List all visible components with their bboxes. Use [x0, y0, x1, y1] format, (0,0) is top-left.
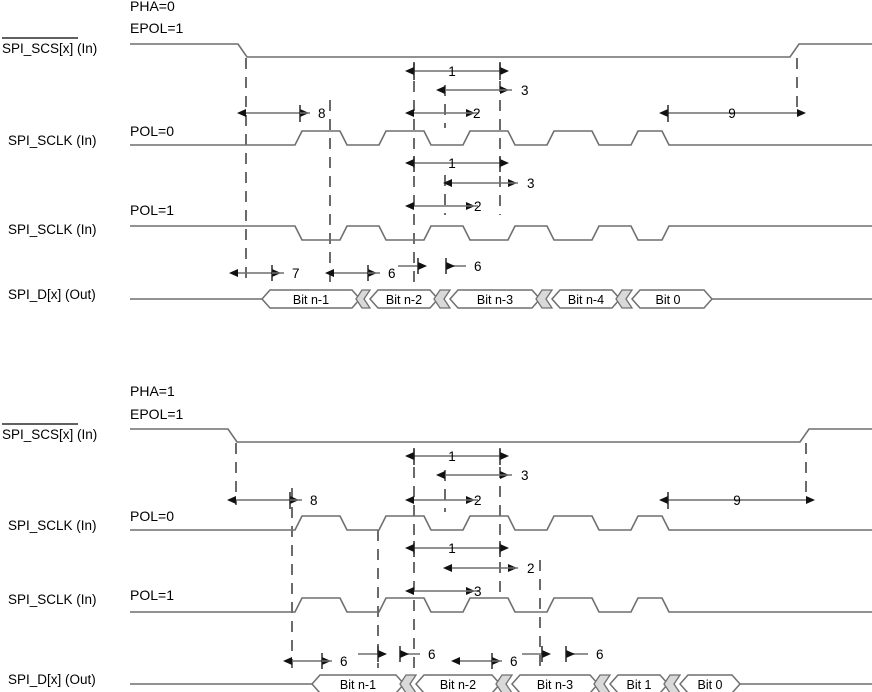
row-label-sclk-pol1: SPI_SCLK (In): [8, 222, 97, 237]
dimension-2-pol0-2: 2: [405, 493, 482, 508]
dim-num-1a: 1: [448, 64, 456, 79]
mode-pha-label-2: PHA=1: [130, 383, 175, 399]
bus-transition: [355, 289, 372, 309]
bit-label: Bit n-2: [440, 678, 476, 692]
mode-pha-label: PHA=0: [130, 0, 175, 14]
bit-label: Bit 0: [655, 293, 680, 307]
waveform-scs-2: [130, 428, 872, 443]
row-label-sclk-pol0: SPI_SCLK (In): [8, 133, 97, 148]
dimension-3-pol1: 3: [443, 176, 535, 191]
row-label-sclk-pol1-2: SPI_SCLK (In): [8, 592, 97, 607]
diagram-pha0: PHA=0 EPOL=1 SPI_SCS[x] (In) SPI_SCLK (I…: [2, 0, 872, 309]
bus-transition: [535, 289, 554, 309]
bit-label: Bit n-1: [293, 293, 329, 307]
bit-label: Bit n-3: [537, 678, 573, 692]
dim-num-2a-2: 2: [474, 493, 482, 508]
dim-num-6c-2: 6: [510, 654, 518, 669]
dim-num-3a: 3: [521, 83, 529, 98]
mode-epol-label-2: EPOL=1: [130, 406, 184, 422]
databus-pha1: Bit n-1 Bit n-2 Bit n-3 Bit 1 Bit 0: [130, 674, 872, 692]
waveform-sclk-pol0: [130, 130, 872, 146]
dim-num-1b-2: 1: [448, 541, 456, 556]
waveform-sclk-pol0-2: [130, 515, 872, 531]
row-label-data-2: SPI_D[x] (Out): [8, 672, 96, 687]
dim-num-3b-2: 3: [474, 584, 482, 599]
bus-transition: [593, 674, 612, 692]
bit-label: Bit n-2: [386, 293, 422, 307]
dimension-6-data-2b: 6: [399, 646, 436, 662]
pol0-label-2: POL=0: [130, 508, 174, 524]
dim-num-6a-2: 6: [340, 654, 348, 669]
bus-transition: [433, 289, 452, 309]
dimension-6-data-2c: 6: [451, 646, 551, 669]
bus-transition: [663, 674, 682, 692]
bit-label: Bit 1: [626, 678, 651, 692]
dimension-9-pol0: 9: [659, 105, 806, 122]
dim-num-2a: 2: [473, 106, 481, 121]
dimension-1-pol1: 1: [405, 156, 509, 172]
dimension-3-pol0-2: 3: [436, 468, 529, 483]
dimension-1-pol1-2: 1: [405, 541, 509, 557]
dim-num-2b-2: 2: [527, 561, 535, 576]
dimension-2-pol1: 2: [405, 199, 482, 214]
bus-segment: [630, 289, 714, 309]
databus-pha0: Bit n-1 Bit n-2 Bit n-3 Bit n-4 Bit 0: [130, 289, 872, 309]
dim-num-2b: 2: [474, 199, 482, 214]
pol0-label: POL=0: [130, 123, 174, 139]
dim-num-8a-2: 8: [310, 493, 318, 508]
bit-label: Bit n-3: [477, 293, 513, 307]
dim-num-1b: 1: [448, 156, 456, 171]
dim-num-6a: 6: [388, 266, 396, 281]
diagram-pha1: PHA=1 EPOL=1 SPI_SCS[x] (In) SPI_SCLK (I…: [2, 383, 872, 692]
waveform-sclk-pol1: [130, 225, 872, 241]
bit-label: Bit n-1: [340, 678, 376, 692]
pol1-label-2: POL=1: [130, 587, 174, 603]
dimension-6-data-2d: 6: [565, 646, 604, 662]
row-label-scs-text: SPI_SCS[x] (In): [2, 41, 97, 56]
dimension-9-pol0-2: 9: [659, 492, 815, 509]
dimension-6-data-2a: 6: [283, 646, 387, 669]
bit-label: Bit n-4: [568, 293, 604, 307]
dimension-8-pol0: 8: [237, 105, 326, 122]
dimension-3-pol1-2: 3: [405, 584, 482, 599]
row-label-scs-text-2: SPI_SCS[x] (In): [2, 427, 97, 442]
dimension-7-data: 7: [229, 265, 300, 281]
dim-num-6d-2: 6: [596, 647, 604, 662]
pol1-label: POL=1: [130, 202, 174, 218]
dimension-3-pol0: 3: [436, 83, 529, 98]
waveform-sclk-pol1-2: [130, 597, 872, 613]
dim-num-7: 7: [292, 266, 300, 281]
dimension-1-pol0: 1: [405, 63, 509, 80]
dim-num-3a-2: 3: [521, 468, 529, 483]
dimension-2-pol0: 2: [405, 106, 481, 121]
dim-num-6b-2: 6: [428, 647, 436, 662]
waveform-scs: [130, 43, 872, 58]
row-label-scs-2: SPI_SCS[x] (In): [2, 423, 97, 442]
bus-transition: [495, 674, 514, 692]
bus-transition: [399, 674, 418, 692]
bus-segment: [678, 674, 742, 692]
dimension-6-data-a: 6: [325, 258, 427, 281]
dim-num-9a: 9: [728, 106, 736, 121]
dimension-2-pol1-2: 2: [443, 561, 535, 576]
bit-label: Bit 0: [697, 678, 722, 692]
dimension-6-data-b: 6: [445, 258, 482, 274]
dim-num-8a: 8: [318, 106, 326, 121]
dim-num-3b: 3: [527, 176, 535, 191]
dim-num-9a-2: 9: [733, 493, 741, 508]
dimension-8-pol0-2: 8: [227, 492, 318, 509]
row-label-scs: SPI_SCS[x] (In): [2, 37, 97, 56]
mode-epol-label: EPOL=1: [130, 20, 184, 36]
bus-transition: [615, 289, 634, 309]
row-label-data: SPI_D[x] (Out): [8, 287, 96, 302]
row-label-sclk-pol0-2: SPI_SCLK (In): [8, 518, 97, 533]
dim-num-1a-2: 1: [448, 449, 456, 464]
dimension-1-pol0-2: 1: [405, 449, 509, 465]
dim-num-6b: 6: [474, 259, 482, 274]
